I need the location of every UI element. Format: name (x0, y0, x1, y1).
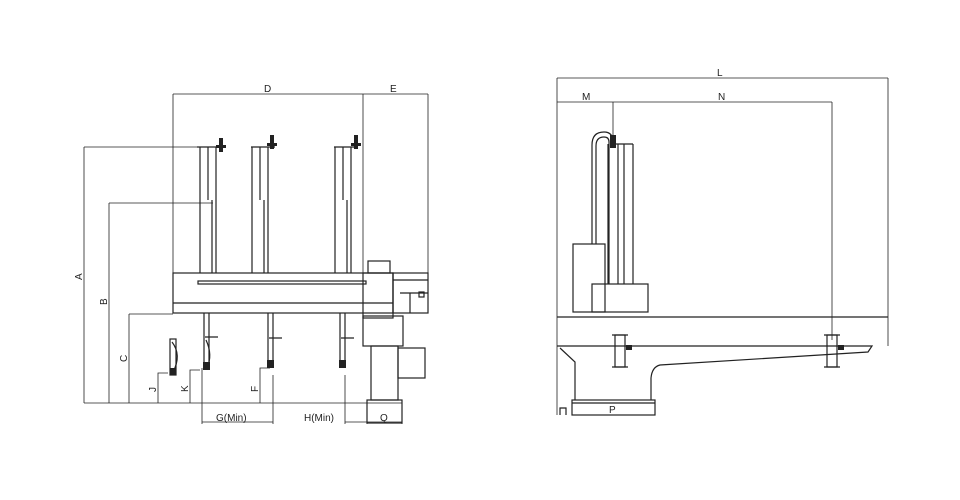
side-beam (557, 316, 888, 400)
side-base (559, 399, 656, 416)
label-h-min: H(Min) (304, 413, 334, 424)
label-c: C (119, 355, 130, 362)
vertical-axes-lower (169, 313, 354, 376)
side-view: L M N P (556, 68, 889, 416)
label-e: E (390, 84, 397, 95)
label-q: Q (380, 413, 388, 424)
label-k: K (180, 385, 191, 392)
dimension-lines (83, 93, 429, 424)
label-m: M (582, 92, 590, 103)
horizontal-beam (172, 272, 394, 314)
vertical-axes-upper (197, 135, 361, 273)
label-a: A (74, 273, 85, 280)
column-assembly (362, 260, 429, 424)
label-j: J (148, 387, 159, 392)
label-p: P (609, 405, 616, 416)
dimension-lines (556, 77, 889, 415)
label-d: D (264, 84, 271, 95)
label-n: N (718, 92, 725, 103)
label-f: F (250, 386, 261, 392)
label-b: B (99, 298, 110, 305)
label-l: L (717, 68, 723, 79)
label-g-min: G(Min) (216, 413, 247, 424)
side-machine (572, 131, 649, 313)
side-carriages (612, 334, 844, 368)
front-view: D E A B C J K F G(Min) H(Min) Q (74, 84, 429, 424)
